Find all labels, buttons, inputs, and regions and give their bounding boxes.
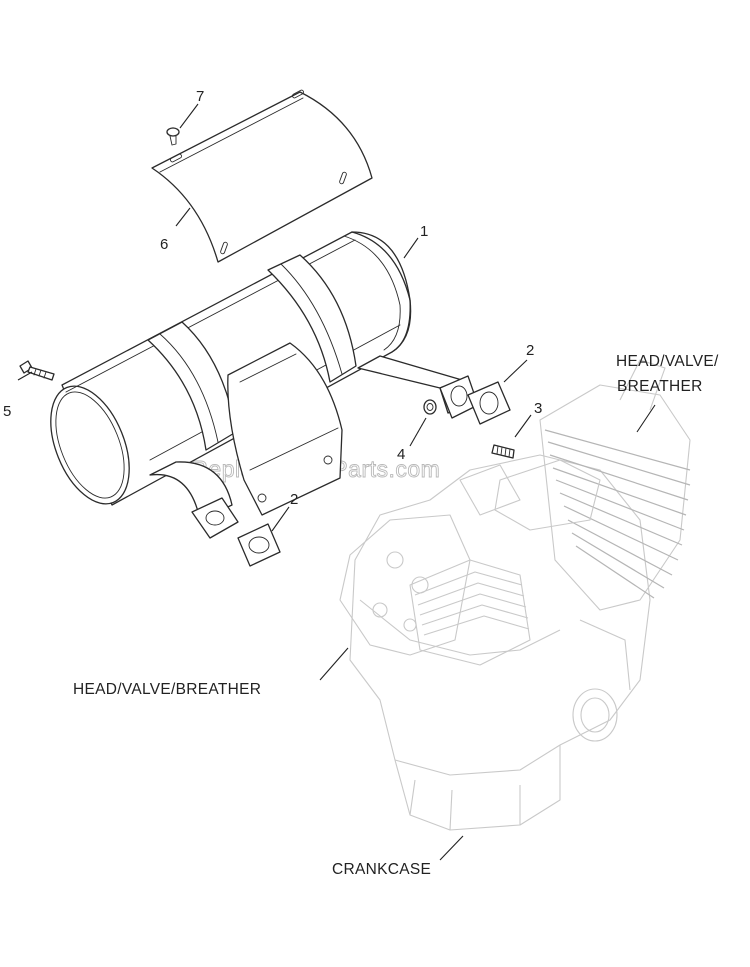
muffler-body <box>50 231 479 539</box>
callout-7: 7 <box>196 88 204 105</box>
heat-shield <box>151 89 373 263</box>
bolt-5-part <box>19 360 55 381</box>
screw-7-part <box>166 127 180 146</box>
callout-5: 5 <box>3 403 11 420</box>
callout-6: 6 <box>160 236 168 253</box>
label-crankcase: CRANKCASE <box>332 861 431 878</box>
nut-4-part <box>423 399 437 415</box>
callout-1: 1 <box>420 223 428 240</box>
gasket-left <box>237 523 281 567</box>
engine-ghost-outline <box>339 359 691 831</box>
stud-3-part <box>491 444 515 459</box>
callout-2-right: 2 <box>526 342 534 359</box>
label-head-valve-breather-right-line2: BREATHER <box>617 378 703 395</box>
label-head-valve-breather-left: HEAD/VALVE/BREATHER <box>73 681 261 698</box>
callout-3: 3 <box>534 400 542 417</box>
label-head-valve-breather-right-line1: HEAD/VALVE/ <box>616 353 719 370</box>
callout-2-left: 2 <box>290 491 298 508</box>
cooling-fins-ghost <box>544 429 691 599</box>
gasket-right <box>467 381 511 425</box>
leader-lines <box>17 103 656 861</box>
callout-4: 4 <box>397 446 405 463</box>
